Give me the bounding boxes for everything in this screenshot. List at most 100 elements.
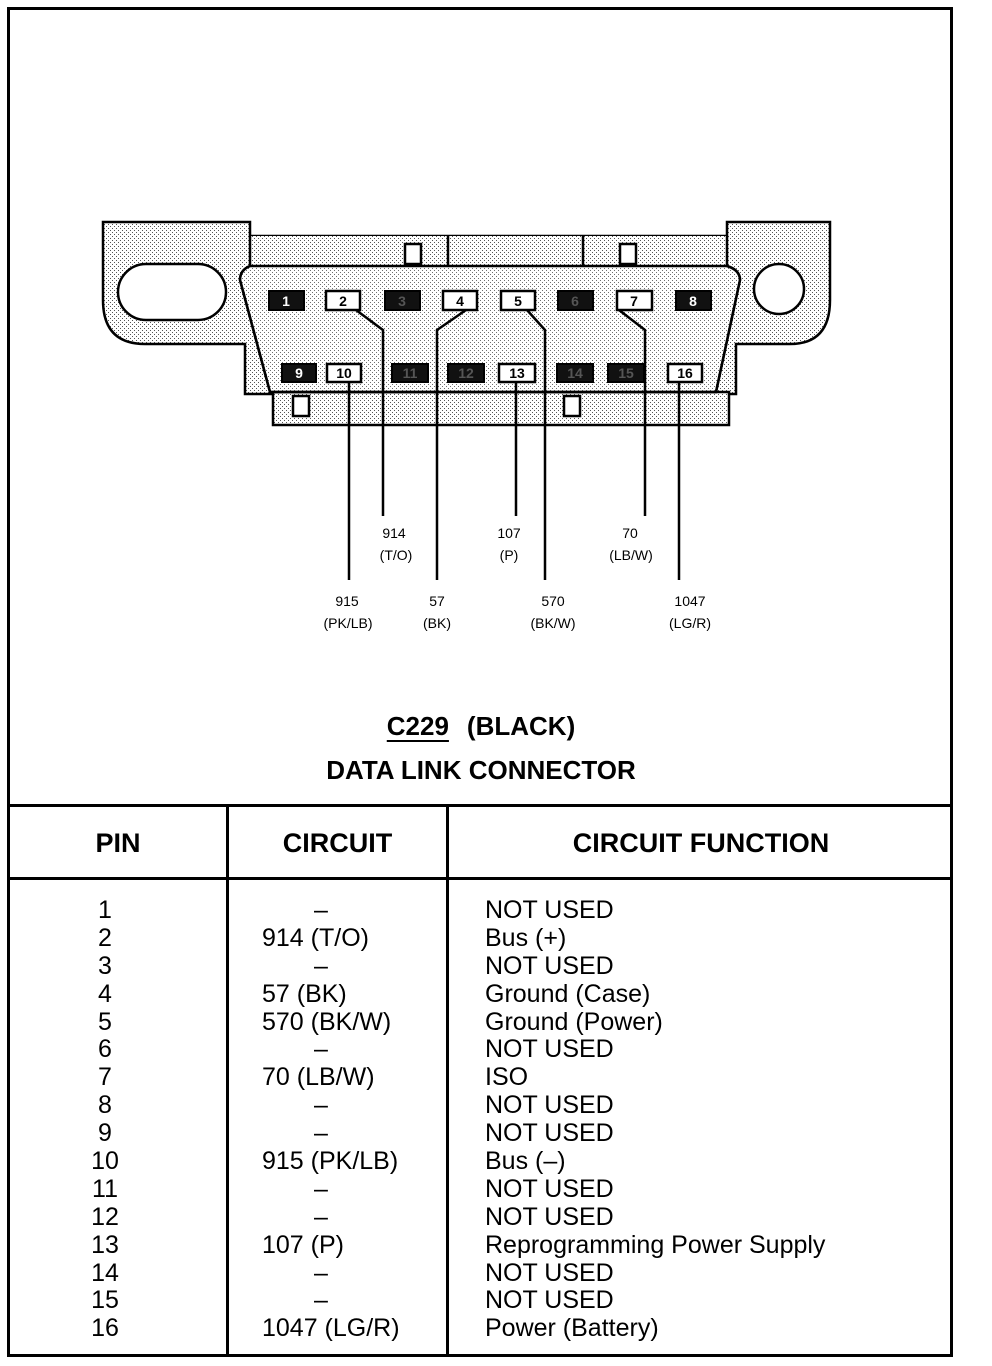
circuit-cell: 70 (LB/W)	[262, 1063, 375, 1092]
function-cell: NOT USED	[485, 1091, 614, 1120]
function-cell: Reprogramming Power Supply	[485, 1230, 826, 1259]
circuit-cell: –	[314, 951, 328, 980]
circuit-cell: –	[314, 1174, 328, 1203]
function-cell: Bus (–)	[485, 1147, 566, 1176]
pin-label: 13	[509, 365, 525, 381]
circuit-cell: –	[314, 1091, 328, 1120]
function-cell: NOT USED	[485, 1286, 614, 1315]
circuit-cell: –	[314, 1035, 328, 1064]
wire-label-color: (BK/W)	[530, 615, 575, 631]
pin-cell: 4	[98, 979, 112, 1008]
pin-cell: 11	[92, 1174, 118, 1203]
pin-10: 10	[325, 362, 363, 384]
pin-cell: 5	[98, 1007, 112, 1036]
pin-2: 2	[324, 289, 362, 312]
pin-cell: 3	[98, 951, 112, 980]
pin-4: 4	[441, 289, 479, 312]
connector-title: C229(BLACK)	[0, 711, 962, 742]
pin-cell: 10	[91, 1147, 119, 1176]
circuit-cell: –	[314, 1286, 328, 1315]
pin-14: 14	[556, 363, 594, 383]
function-cell: NOT USED	[485, 896, 614, 924]
pin-15: 15	[607, 363, 645, 383]
pin-cell: 7	[98, 1063, 112, 1092]
table-header-rule	[7, 877, 953, 880]
circuit-cell: 1047 (LG/R)	[262, 1314, 400, 1343]
pin-cell: 13	[91, 1230, 119, 1259]
wire-label-color: (LG/R)	[669, 615, 711, 631]
wire-label-color: (LB/W)	[609, 547, 653, 563]
wire-label-circuit: 915	[335, 593, 359, 609]
pin-16: 16	[666, 362, 704, 384]
pin-label: 1	[282, 293, 290, 309]
pin-cell: 14	[91, 1258, 119, 1287]
pin-label: 6	[571, 293, 579, 309]
table-divider	[226, 805, 229, 1357]
connector-name: DATA LINK CONNECTOR	[326, 755, 636, 785]
circuit-column: –914 (T/O)–57 (BK)570 (BK/W)–70 (LB/W)––…	[262, 896, 452, 1343]
pin-label: 7	[630, 293, 638, 309]
pin-9: 9	[281, 363, 317, 383]
pin-label: 2	[339, 293, 347, 309]
connector-id: C229	[386, 711, 449, 741]
wire-label-color: (BK)	[423, 615, 451, 631]
pin-12: 12	[447, 363, 485, 383]
wire-label-color: (T/O)	[380, 547, 413, 563]
pin-label: 15	[618, 365, 634, 381]
pin-cell: 8	[98, 1091, 112, 1120]
pin-label: 16	[677, 365, 693, 381]
header-pin: PIN	[95, 828, 141, 858]
pin-label: 14	[567, 365, 583, 381]
pin-cell: 16	[91, 1314, 119, 1343]
wire-label-circuit: 914	[382, 525, 406, 541]
pin-label: 9	[295, 365, 303, 381]
circuit-cell: 570 (BK/W)	[262, 1007, 392, 1036]
function-cell: NOT USED	[485, 1202, 614, 1231]
function-cell: ISO	[485, 1063, 529, 1092]
function-cell: Ground (Power)	[485, 1007, 663, 1036]
header-circuit-function: CIRCUIT FUNCTION	[572, 828, 830, 858]
circuit-cell: –	[314, 1258, 328, 1287]
wire-label-circuit: 570	[541, 593, 565, 609]
pin-cell: 9	[98, 1119, 112, 1148]
wire-label-color: (PK/LB)	[323, 615, 372, 631]
pin-label: 11	[403, 365, 418, 381]
pin-8: 8	[675, 290, 712, 311]
pin-cell: 15	[91, 1286, 119, 1315]
pin-1: 1	[268, 290, 305, 311]
pin-6: 6	[557, 290, 594, 311]
pin-3: 3	[384, 290, 421, 311]
function-cell: Ground (Case)	[485, 979, 651, 1008]
pin-label: 5	[514, 293, 522, 309]
circuit-cell: –	[314, 896, 328, 924]
circuit-cell: 107 (P)	[262, 1230, 344, 1259]
pin-cell: 12	[91, 1202, 119, 1231]
wire-label-circuit: 70	[622, 525, 638, 541]
wire-label-circuit: 57	[429, 593, 445, 609]
wire-label-circuit: 1047	[674, 593, 705, 609]
function-cell: Bus (+)	[485, 923, 567, 952]
wire-lines	[347, 308, 681, 580]
header-circuit: CIRCUIT	[282, 828, 393, 858]
connector-face	[238, 264, 742, 394]
function-cell: NOT USED	[485, 1258, 614, 1287]
pin-5: 5	[499, 289, 537, 312]
connector-diagram: 1 2 3 4 5 6 7 8 9 10 11 12 13 14 15 16 9…	[101, 220, 832, 631]
circuit-cell: 57 (BK)	[262, 979, 347, 1008]
wire-label-color: (P)	[500, 547, 519, 563]
circuit-cell: 915 (PK/LB)	[262, 1147, 399, 1176]
pin-cell: 1	[98, 896, 112, 924]
table-divider	[446, 805, 449, 1357]
pin-cell: 2	[98, 923, 112, 952]
pin-label: 10	[336, 365, 352, 381]
function-cell: NOT USED	[485, 1174, 614, 1203]
pin-label: 8	[689, 293, 697, 309]
pin-label: 4	[456, 293, 464, 309]
pin-11: 11	[391, 363, 429, 383]
function-cell: Power (Battery)	[485, 1314, 659, 1343]
function-cell: NOT USED	[485, 1119, 614, 1148]
pin-label: 3	[398, 293, 406, 309]
circuit-cell: –	[314, 1202, 328, 1231]
function-cell: NOT USED	[485, 1035, 614, 1064]
